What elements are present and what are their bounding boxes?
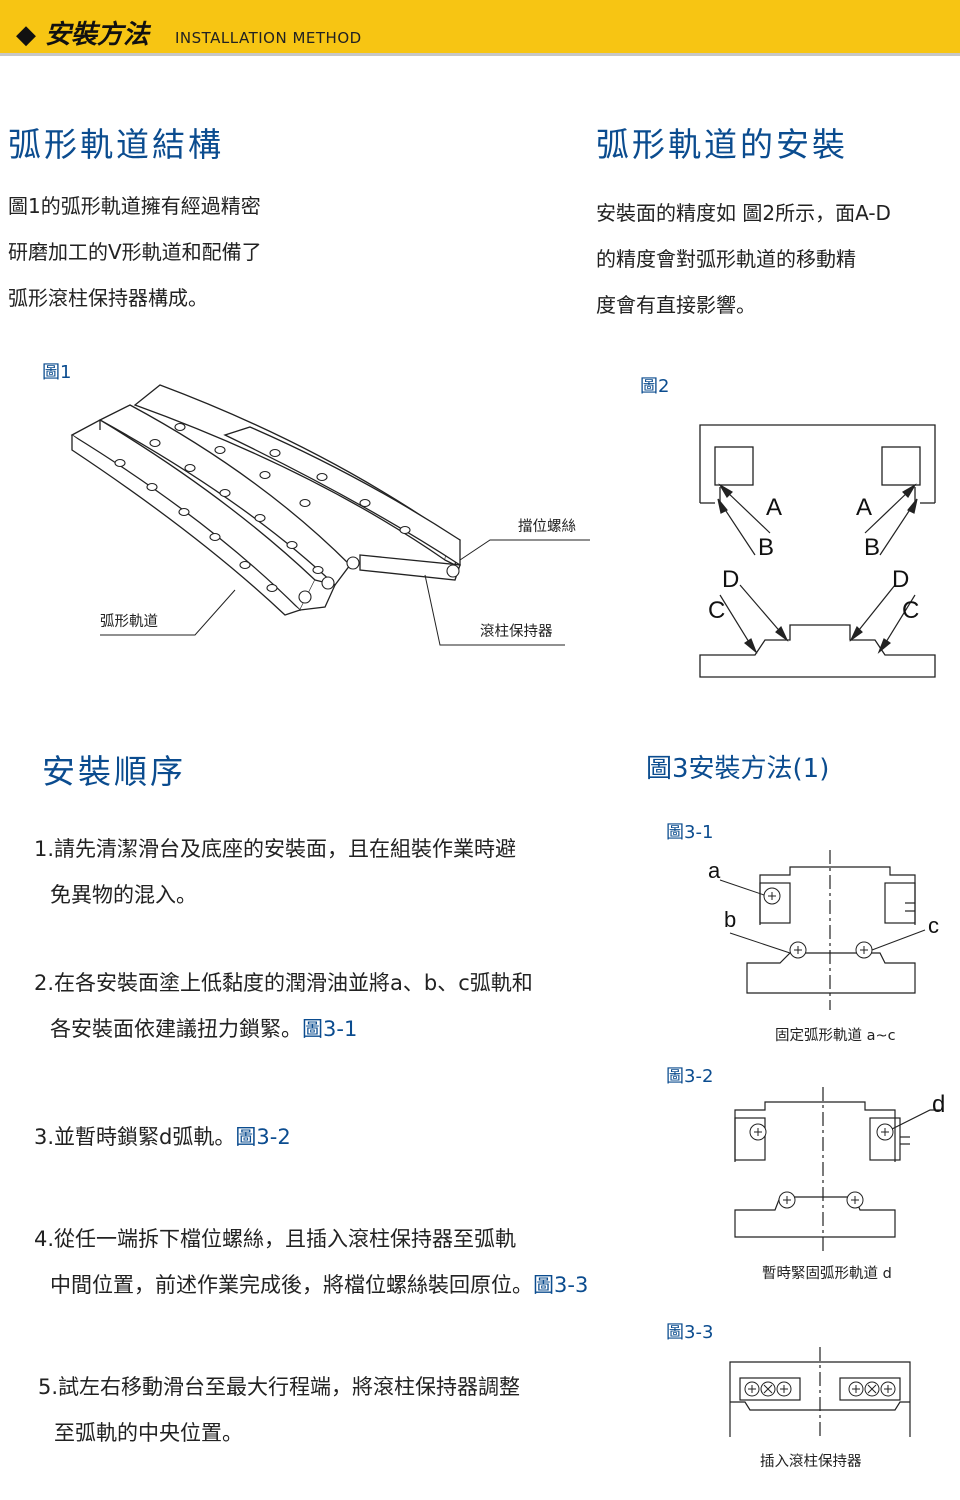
structure-title: 弧形軌道結構 xyxy=(8,125,224,164)
structure-line: 研磨加工的V形軌道和配備了 xyxy=(8,240,262,264)
fig2-letter-b: B xyxy=(864,534,880,561)
step-line: 1.請先清潔滑台及底座的安裝面，且在組裝作業時避 xyxy=(34,837,517,861)
fig3-1-letter-a: a xyxy=(708,858,721,883)
fig2-letter-b: B xyxy=(758,534,774,561)
fig3-3-caption: 插入滾柱保持器 xyxy=(760,1454,862,1470)
install-line: 度會有直接影響。 xyxy=(596,293,756,317)
fig3-2-diagram: d xyxy=(734,1087,945,1252)
fig3-title: 圖3安裝方法(1) xyxy=(646,754,830,784)
step-4: 4.從任一端拆下檔位螺絲，且插入滾柱保持器至弧軌 中間位置，前述作業完成後，將檔… xyxy=(34,1216,588,1308)
fig1-callout-retainer: 滾柱保持器 xyxy=(480,624,553,640)
step-line: 各安裝面依建議扭力鎖緊。 xyxy=(50,1017,302,1041)
step-line: 免異物的混入。 xyxy=(50,883,197,907)
fig3-1-letter-b: b xyxy=(724,907,736,932)
structure-text: 圖1的弧形軌道擁有經過精密 研磨加工的V形軌道和配備了 弧形滾柱保持器構成。 xyxy=(8,183,262,321)
sequence-title: 安裝順序 xyxy=(42,752,186,791)
fig2-letter-c: C xyxy=(708,597,725,624)
step-3: 3.並暫時鎖緊d弧軌。圖3-2 xyxy=(34,1114,291,1160)
fig1-callout-rail: 弧形軌道 xyxy=(100,614,158,630)
install-line: 安裝面的精度如 圖2所示，面A-D xyxy=(596,201,891,225)
fig2-letter-a: A xyxy=(766,494,782,521)
fig3-3-label: 圖3-3 xyxy=(666,1322,714,1343)
fig3-1-diagram: a b c xyxy=(708,850,939,1010)
step-ref-link[interactable]: 圖3-1 xyxy=(302,1017,358,1041)
step-line: 5.試左右移動滑台至最大行程端，將滾柱保持器調整 xyxy=(38,1375,521,1399)
header-title-en: INSTALLATION METHOD xyxy=(175,29,362,47)
fig2-diagram: A A B B D D C C xyxy=(699,424,936,678)
fig2-letter-d: D xyxy=(892,566,909,593)
header-title-zh: ◆ 安裝方法 xyxy=(16,20,150,50)
step-line: 3.並暫時鎖緊d弧軌。 xyxy=(34,1125,236,1149)
fig3-2-letter-d: d xyxy=(932,1091,945,1118)
fig2-label: 圖2 xyxy=(640,376,670,397)
fig1-diagram xyxy=(70,384,590,646)
fig2-letter-c: C xyxy=(902,597,919,624)
structure-line: 圖1的弧形軌道擁有經過精密 xyxy=(8,194,261,218)
fig1-label: 圖1 xyxy=(42,362,72,383)
step-line: 4.從任一端拆下檔位螺絲，且插入滾柱保持器至弧軌 xyxy=(34,1227,517,1251)
fig3-1-letter-c: c xyxy=(928,913,939,938)
step-2: 2.在各安裝面塗上低黏度的潤滑油並將a、b、c弧軌和 各安裝面依建議扭力鎖緊。圖… xyxy=(34,960,533,1052)
step-line: 至弧軌的中央位置。 xyxy=(54,1421,243,1445)
step-line: 2.在各安裝面塗上低黏度的潤滑油並將a、b、c弧軌和 xyxy=(34,971,533,995)
step-ref-link[interactable]: 圖3-2 xyxy=(235,1125,291,1149)
fig3-2-label: 圖3-2 xyxy=(666,1066,714,1087)
install-line: 的精度會對弧形軌道的移動精 xyxy=(596,247,856,271)
structure-line: 弧形滾柱保持器構成。 xyxy=(8,286,208,310)
step-line: 中間位置，前述作業完成後，將檔位螺絲裝回原位。 xyxy=(50,1273,533,1297)
fig1-callout-screw: 擋位螺絲 xyxy=(518,519,576,535)
install-text: 安裝面的精度如 圖2所示，面A-D 的精度會對弧形軌道的移動精 度會有直接影響。 xyxy=(596,190,891,328)
fig3-1-caption: 固定弧形軌道 a~c xyxy=(775,1028,896,1044)
step-ref-link[interactable]: 圖3-3 xyxy=(533,1273,589,1297)
install-title: 弧形軌道的安裝 xyxy=(596,125,848,164)
fig3-2-caption: 暫時緊固弧形軌道 d xyxy=(762,1266,892,1282)
fig2-letter-d: D xyxy=(722,566,739,593)
fig2-letter-a: A xyxy=(856,494,872,521)
step-5: 5.試左右移動滑台至最大行程端，將滾柱保持器調整 至弧軌的中央位置。 xyxy=(38,1364,520,1456)
step-1: 1.請先清潔滑台及底座的安裝面，且在組裝作業時避 免異物的混入。 xyxy=(34,826,516,918)
fig3-1-label: 圖3-1 xyxy=(666,822,714,843)
fig3-3-diagram xyxy=(729,1347,911,1437)
section-header: ◆ 安裝方法 INSTALLATION METHOD xyxy=(0,0,960,56)
